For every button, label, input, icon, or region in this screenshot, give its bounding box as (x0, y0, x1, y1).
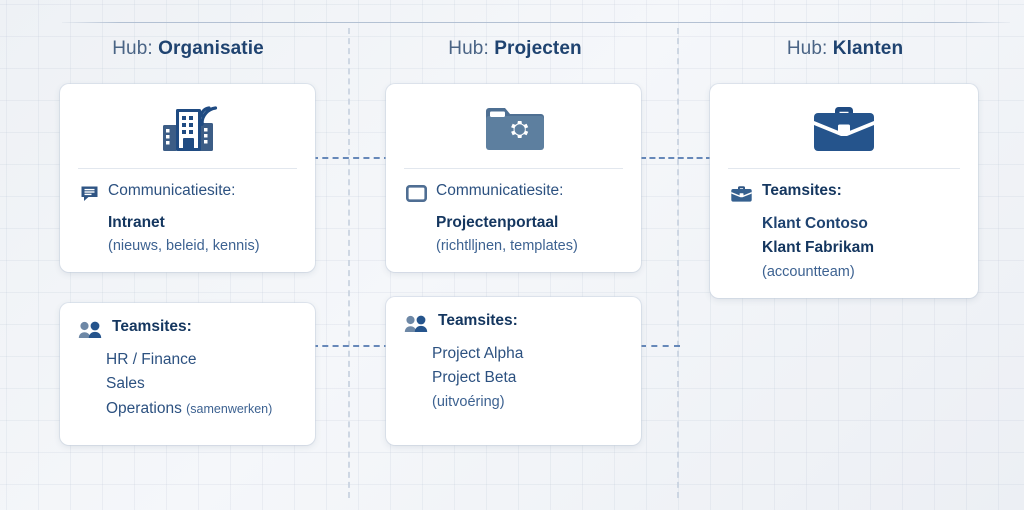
teamsites-row: Teamsites: (730, 182, 958, 208)
teamsites-note: (accountteam) (762, 263, 855, 280)
hub-heading-name: Organisatie (158, 38, 264, 59)
teamsite-item: Project Alpha (432, 345, 524, 362)
top-divider-rule (62, 22, 1010, 23)
card-divider (728, 168, 960, 169)
card-organisatie-communicatiesite[interactable]: Communicatiesite: Intranet (nieuws, bele… (60, 84, 315, 272)
card-organisatie-teamsites[interactable]: Teamsites: HR / Finance Sales Operations… (60, 303, 315, 445)
hub-heading-klanten: Hub: Klanten (787, 38, 903, 60)
connector-bottom-org-to-projecten (312, 345, 390, 347)
teamsites-note: (uitvoéring) (432, 393, 505, 410)
people-icon (78, 321, 103, 344)
teamsite-item: Sales (106, 375, 145, 393)
connector-top-projecten-to-klanten (640, 157, 712, 159)
connector-top-org-to-projecten (312, 157, 390, 159)
hub-heading-prefix: Hub: (112, 38, 159, 59)
briefcase-icon (710, 92, 978, 166)
teamsites-label: Teamsites: (438, 312, 518, 329)
hub-heading-prefix: Hub: (448, 38, 495, 59)
card-content: Teamsites: HR / Finance Sales Operations… (60, 303, 315, 417)
teamsite-item: Operations (106, 399, 182, 417)
teamsite-item-last-row: Operations (samenwerken) (106, 400, 295, 417)
briefcase-small-icon (730, 185, 753, 208)
vertical-rail-left (348, 28, 350, 498)
card-content: Communicatiesite: Projectenportaal (rich… (386, 169, 641, 255)
hub-heading-prefix: Hub: (786, 38, 833, 59)
card-content: Communicatiesite: Intranet (nieuws, bele… (60, 169, 315, 255)
vertical-rail-right (677, 28, 679, 498)
building-wifi-icon (60, 92, 315, 166)
communicatiesite-note: (nieuws, beleid, kennis) (108, 238, 260, 255)
hub-heading-name: Klanten (832, 38, 904, 59)
hub-heading-name: Projecten (494, 38, 582, 59)
card-content: Teamsites: Project Alpha Project Beta (u… (386, 297, 641, 410)
speech-bubble-icon (80, 185, 99, 207)
card-divider (78, 168, 297, 169)
communicatiesite-row: Communicatiesite: (405, 182, 621, 207)
card-divider (404, 168, 623, 169)
teamsites-row: Teamsites: (404, 312, 621, 338)
teamsite-item: Project Beta (432, 369, 517, 387)
monitor-icon (405, 184, 427, 207)
teamsite-item: Klant Fabrikam (762, 239, 874, 257)
teamsite-item-note: (samenwerken) (186, 401, 273, 416)
communicatiesite-label: Communicatiesite: (108, 182, 236, 199)
communicatiesite-note: (richtlljnen, templates) (436, 238, 578, 255)
communicatiesite-row: Communicatiesite: (80, 182, 295, 207)
connector-bottom-projecten-right (640, 345, 680, 347)
communicatiesite-title: Intranet (108, 214, 165, 231)
people-icon (404, 315, 429, 338)
teamsite-item: HR / Finance (106, 351, 197, 368)
communicatiesite-label: Communicatiesite: (436, 182, 564, 199)
teamsite-item: Klant Contoso (762, 215, 868, 232)
folder-gear-icon (386, 92, 641, 166)
card-content: Teamsites: Klant Contoso Klant Fabrikam … (710, 169, 978, 280)
teamsites-label: Teamsites: (112, 318, 192, 335)
teamsites-row: Teamsites: (78, 318, 295, 344)
teamsites-label: Teamsites: (762, 182, 842, 199)
communicatiesite-title: Projectenportaal (436, 214, 559, 231)
hub-heading-organisatie: Hub: Organisatie (112, 38, 264, 60)
hub-heading-projecten: Hub: Projecten (448, 38, 581, 60)
card-klanten-teamsites[interactable]: Teamsites: Klant Contoso Klant Fabrikam … (710, 84, 978, 298)
card-projecten-communicatiesite[interactable]: Communicatiesite: Projectenportaal (rich… (386, 84, 641, 272)
card-projecten-teamsites[interactable]: Teamsites: Project Alpha Project Beta (u… (386, 297, 641, 445)
